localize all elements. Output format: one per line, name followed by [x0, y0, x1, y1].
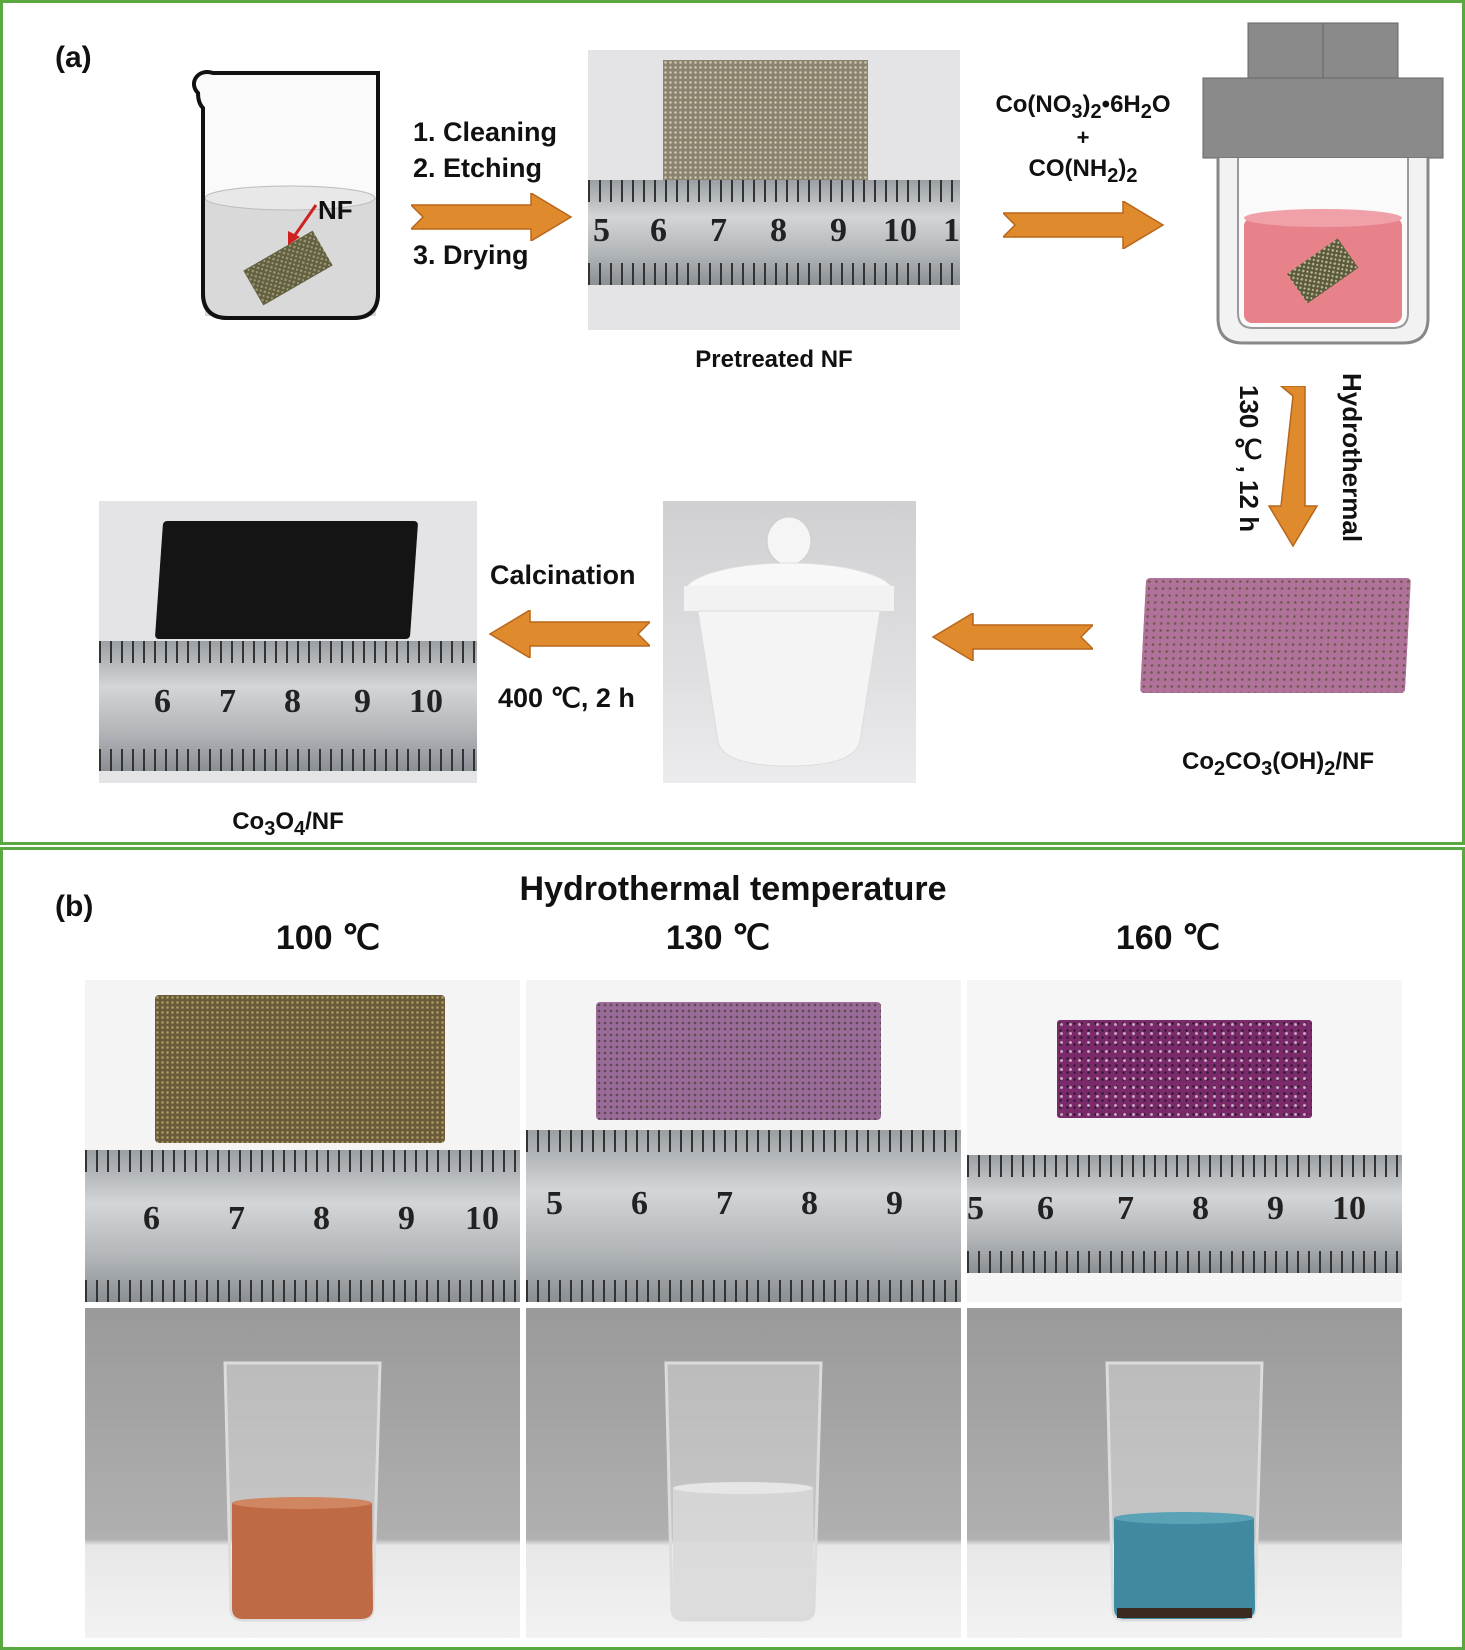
arrow-right-2: [1003, 201, 1165, 249]
ruler-number: 9: [398, 1200, 415, 1237]
ruler-number: 9: [1267, 1190, 1284, 1227]
ruler-number: 7: [716, 1185, 733, 1222]
ruler-number: 9: [354, 683, 371, 720]
ruler-number: 6: [143, 1200, 160, 1237]
ruler-number: 9: [830, 212, 847, 249]
step-etching: 2. Etching: [413, 153, 543, 183]
panel-b-label: (b): [55, 890, 94, 923]
beaker-160-icon: [1105, 1361, 1264, 1622]
beaker-nf-label: NF: [318, 195, 353, 225]
final-product-photo: 6 7 8 9 10: [99, 501, 477, 783]
ruler-number: 10: [409, 683, 443, 720]
co3o4-foam-sample: [154, 521, 419, 639]
ruler-number: 8: [284, 683, 301, 720]
arrow-down: [1268, 386, 1318, 548]
ruler-pretreated: 5 6 7 8 9 10 1: [588, 180, 960, 285]
ruler-number: 7: [1117, 1190, 1134, 1227]
ruler-number: 5: [593, 212, 610, 249]
beaker-illustration: [192, 70, 380, 320]
ruler-130: 5 6 7 8 9: [526, 1130, 961, 1302]
reagent-urea: CO(NH2)2: [1028, 155, 1138, 187]
hydrothermal-label: Hydrothermal: [1337, 373, 1367, 543]
ruler-number: 5: [967, 1190, 984, 1227]
beaker-photo-160: [967, 1308, 1402, 1638]
ruler-number: 8: [770, 212, 787, 249]
pretreated-nf-photo: 5 6 7 8 9 10 1: [588, 50, 960, 330]
temp-label-160: 160 ℃: [1115, 919, 1221, 957]
calcination-label: Calcination: [490, 560, 636, 590]
ruler-number: 10: [1332, 1190, 1366, 1227]
autoclave-illustration: [1202, 22, 1444, 345]
beaker-100-icon: [223, 1361, 382, 1622]
arrow-left-2: [488, 610, 650, 658]
ruler-number: 6: [1037, 1190, 1054, 1227]
ruler-number: 7: [710, 212, 727, 249]
ruler-number: 7: [219, 683, 236, 720]
arrow-left-1: [931, 613, 1093, 661]
foam-sample-100: [155, 995, 445, 1143]
panel-a: (a) NF 1. Cleaning 2. Etching 3. Drying: [0, 0, 1465, 845]
ruler-number: 6: [650, 212, 667, 249]
ruler-number: 10: [883, 212, 917, 249]
ruler-number: 9: [886, 1185, 903, 1222]
ruler-number: 8: [1192, 1190, 1209, 1227]
ruler-number: 10: [465, 1200, 499, 1237]
temp-label-130: 130 ℃: [665, 919, 771, 957]
beaker-130-icon: [664, 1361, 823, 1622]
foam-sample-160: [1057, 1020, 1312, 1118]
step-cleaning: 1. Cleaning: [413, 117, 558, 147]
beaker-photo-100: [85, 1308, 520, 1638]
calcination-conditions: 400 ℃, 2 h: [498, 683, 635, 713]
ruler-number: 7: [228, 1200, 245, 1237]
temp-label-100: 100 ℃: [275, 919, 381, 957]
pretreated-caption: Pretreated NF: [695, 346, 853, 373]
ruler-160: 5 6 7 8 9 10: [967, 1155, 1402, 1273]
beaker-photo-130: [526, 1308, 961, 1638]
ruler-number: 1: [943, 212, 960, 249]
intermediate-caption: Co2CO3(OH)2/NF: [1181, 748, 1375, 780]
panel-b: (b) Hydrothermal temperature 100 ℃ 130 ℃…: [0, 847, 1465, 1650]
foam-photo-160: 5 6 7 8 9 10: [967, 980, 1402, 1302]
ruler-final: 6 7 8 9 10: [99, 641, 477, 771]
ruler-number: 8: [801, 1185, 818, 1222]
crucible-icon: [683, 516, 895, 767]
hydrothermal-conditions: 130 ℃, 12 h: [1234, 385, 1264, 533]
ruler-number: 8: [313, 1200, 330, 1237]
foam-photo-100: 6 7 8 9 10: [85, 980, 520, 1302]
ruler-number: 5: [546, 1185, 563, 1222]
reagent-cobalt-nitrate: Co(NO3)2•6H2O: [995, 91, 1171, 123]
final-caption: Co3O4/NF: [232, 808, 344, 840]
crucible-photo: [663, 501, 916, 783]
intermediate-foam-photo: [1139, 578, 1412, 693]
panel-b-title: Hydrothermal temperature: [519, 870, 947, 908]
reagent-plus: +: [1076, 125, 1090, 150]
nf-foam-sample: [663, 60, 868, 182]
panel-a-label: (a): [55, 41, 92, 74]
ruler-number: 6: [154, 683, 171, 720]
foam-photo-130: 5 6 7 8 9: [526, 980, 961, 1302]
ruler-100: 6 7 8 9 10: [85, 1150, 520, 1302]
foam-sample-130: [596, 1002, 881, 1120]
ruler-number: 6: [631, 1185, 648, 1222]
step-drying: 3. Drying: [413, 240, 529, 270]
arrow-right-1: [411, 193, 573, 241]
